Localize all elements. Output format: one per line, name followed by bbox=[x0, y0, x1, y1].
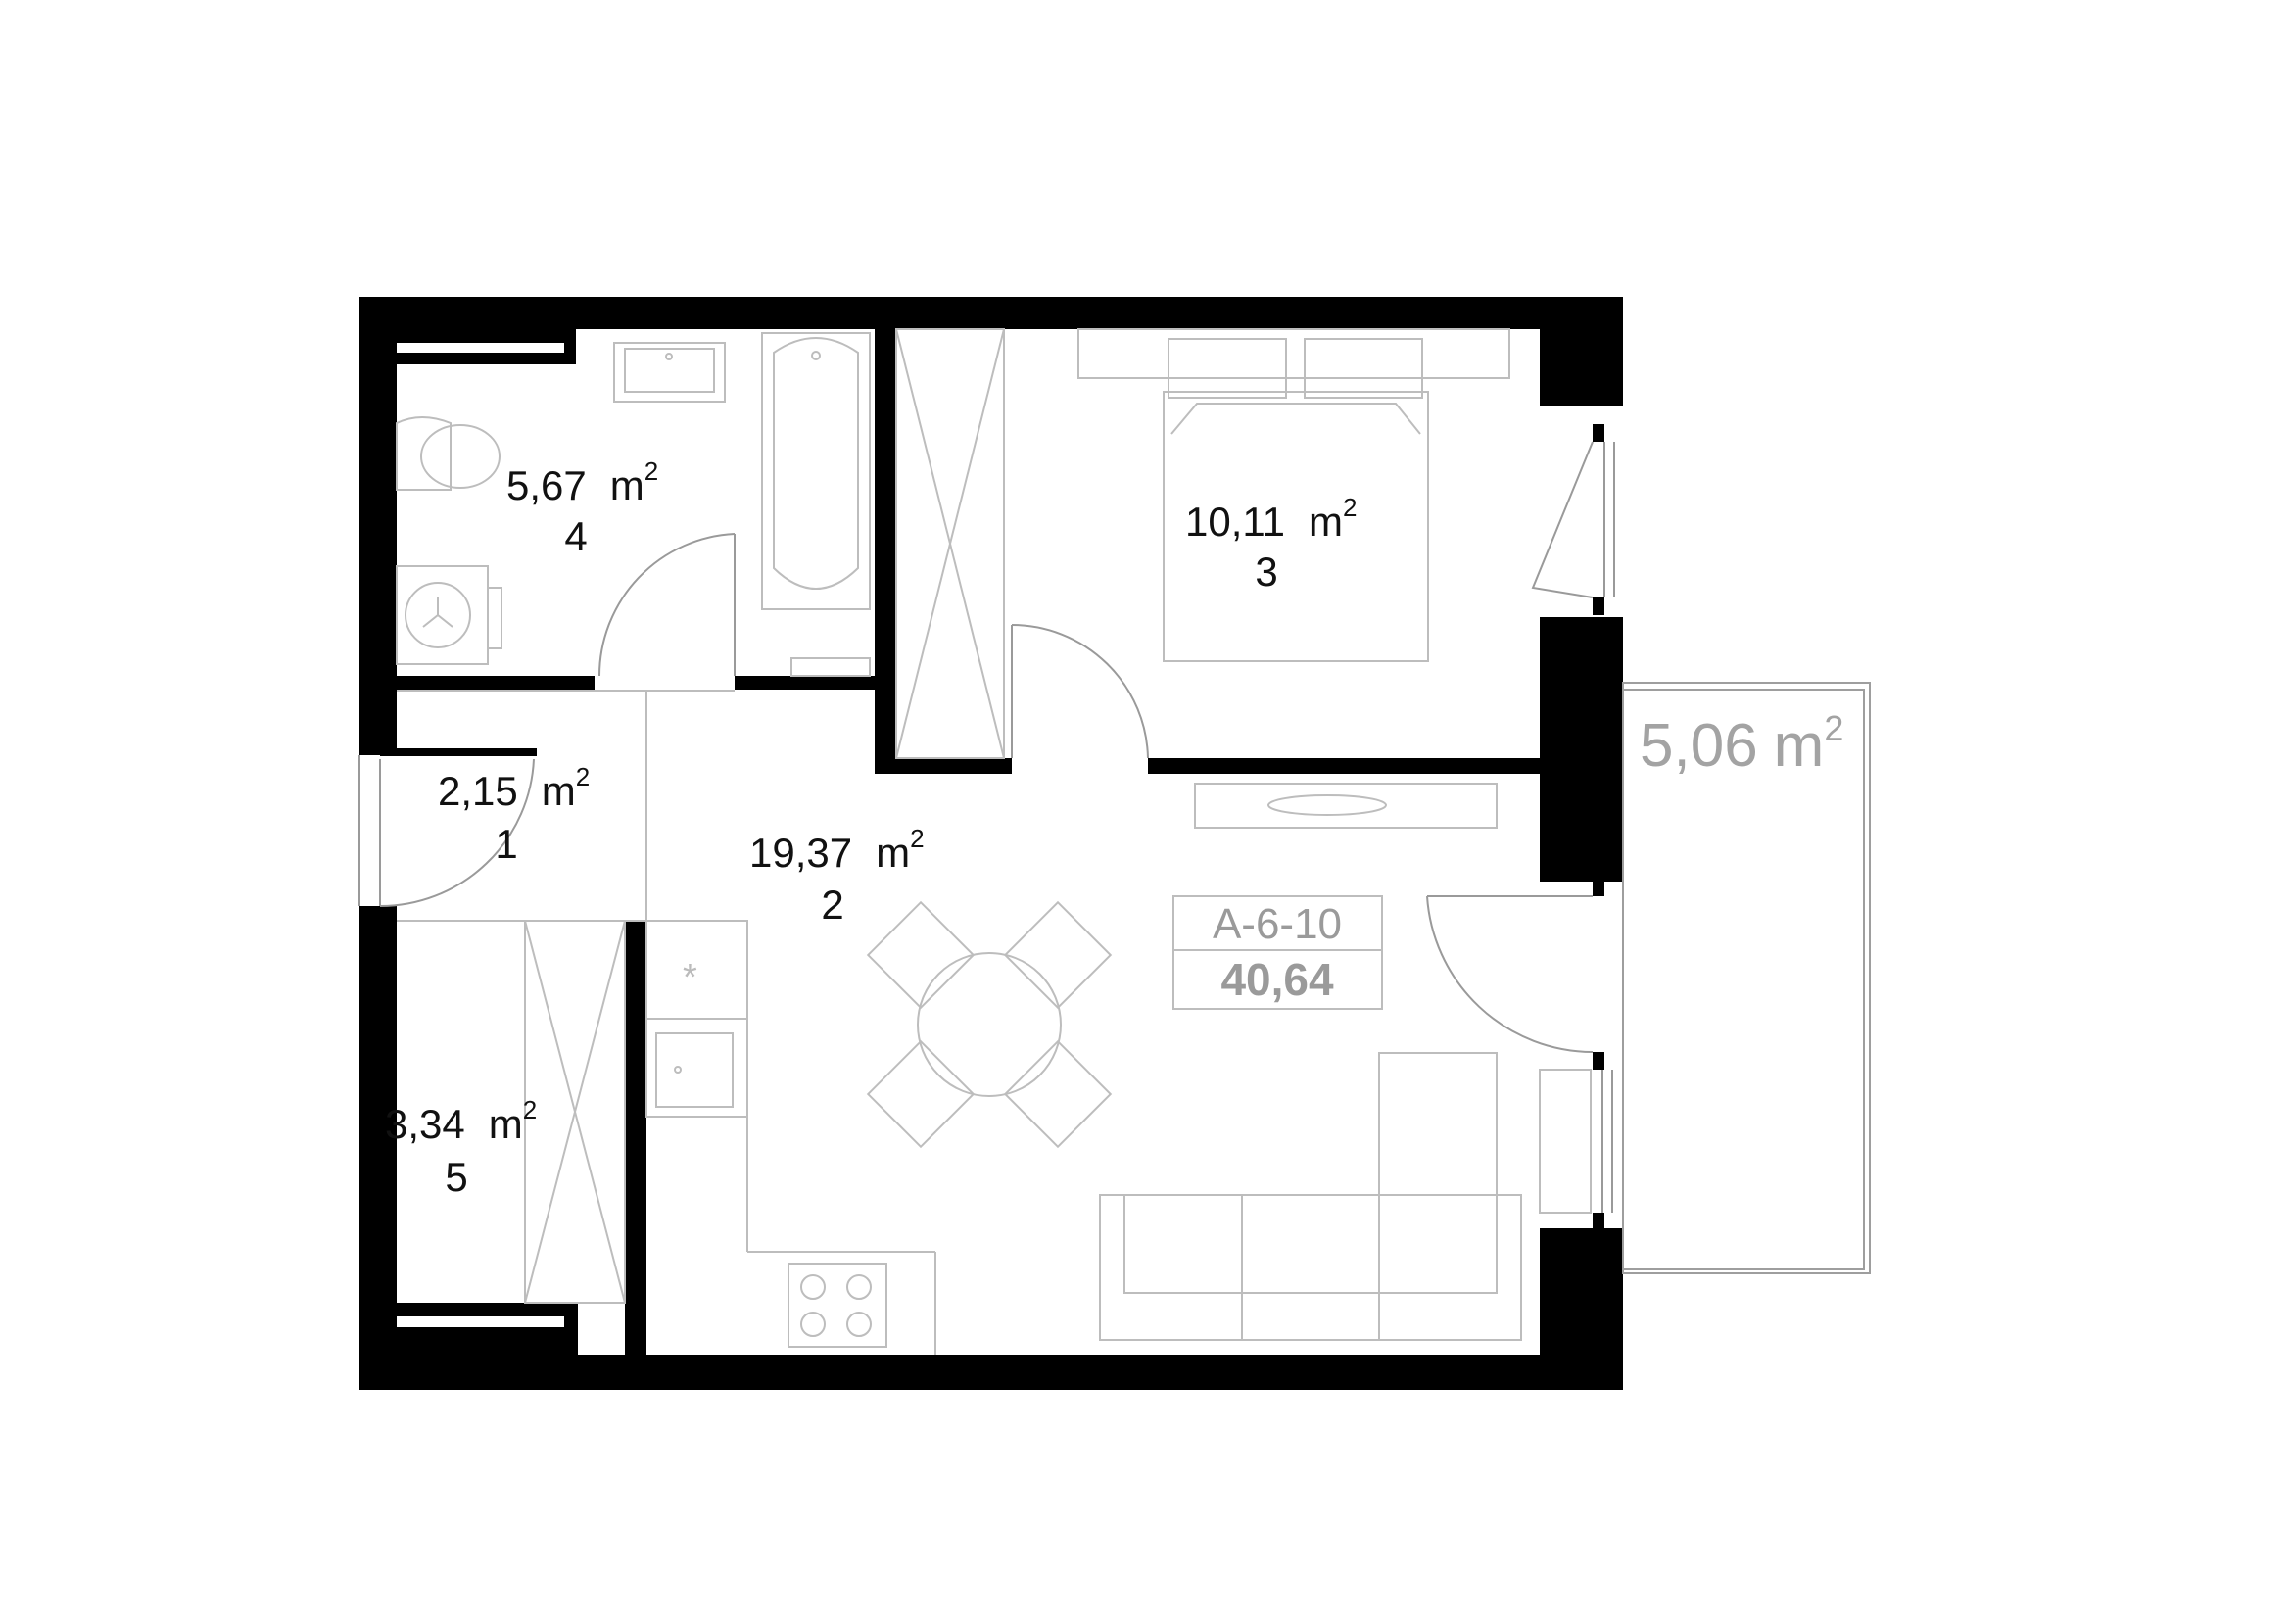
jamb-1 bbox=[1593, 424, 1604, 442]
room-4-number: 4 bbox=[564, 513, 587, 559]
dining-table bbox=[917, 952, 1062, 1097]
balcony bbox=[1622, 682, 1871, 1274]
wall-bed-bottom-left bbox=[875, 758, 1012, 774]
room-1-number: 1 bbox=[495, 821, 517, 867]
toilet-tank bbox=[396, 416, 452, 491]
unit-label: A-6-10 40,64 bbox=[1172, 895, 1383, 1010]
bathroom-fixtures bbox=[396, 332, 871, 677]
jamb-2 bbox=[1593, 597, 1604, 615]
wall-left-lower bbox=[359, 906, 397, 1390]
toilet-bowl bbox=[420, 424, 501, 489]
niche-bottom-b bbox=[392, 1327, 578, 1357]
wall-right-3 bbox=[1540, 1228, 1623, 1390]
tv-console bbox=[1194, 783, 1498, 829]
jamb-3 bbox=[1593, 879, 1604, 896]
washing-machine bbox=[396, 565, 489, 665]
niche-top-b bbox=[392, 353, 576, 364]
wall-bath-bottom-left bbox=[359, 676, 595, 690]
wall-bottom bbox=[359, 1355, 1623, 1390]
dining-set bbox=[866, 900, 1113, 1149]
wall-bath-bottom-right bbox=[735, 676, 882, 690]
jamb-5 bbox=[1593, 1213, 1604, 1230]
bedroom-furniture bbox=[1077, 328, 1510, 829]
jamb-4 bbox=[1593, 1052, 1604, 1070]
wall-right-2 bbox=[1540, 617, 1623, 882]
pillow-right bbox=[1304, 338, 1423, 399]
wall-right-1 bbox=[1540, 297, 1623, 406]
sofa bbox=[1099, 1052, 1522, 1341]
hall-wardrobe bbox=[524, 920, 626, 1304]
niche-top-a bbox=[392, 329, 576, 343]
cooktop bbox=[788, 1263, 887, 1348]
niche-bottom-c bbox=[564, 1303, 578, 1357]
sink bbox=[613, 342, 726, 403]
hall-door-stop bbox=[380, 748, 537, 756]
pillow-left bbox=[1168, 338, 1287, 399]
interior-lines bbox=[397, 690, 735, 922]
wardrobes bbox=[524, 328, 1005, 1304]
kitchen: * bbox=[645, 920, 936, 1355]
doors bbox=[358, 441, 1615, 1214]
niche-top-c bbox=[564, 329, 576, 364]
wall-storage-right bbox=[625, 921, 646, 1357]
bathtub bbox=[761, 332, 871, 610]
room-5-number: 5 bbox=[445, 1154, 467, 1200]
room-3-number: 3 bbox=[1255, 549, 1277, 595]
wall-bed-bottom-right bbox=[1148, 758, 1540, 774]
unit-code: A-6-10 bbox=[1213, 900, 1342, 948]
bed bbox=[1163, 391, 1429, 662]
niche-bottom-a bbox=[392, 1303, 578, 1316]
kitchen-sink bbox=[645, 1018, 748, 1118]
wall-bath-bedroom bbox=[875, 329, 896, 772]
room-2-number: 2 bbox=[821, 882, 843, 928]
headboard bbox=[1077, 328, 1510, 379]
unit-total-area: 40,64 bbox=[1220, 954, 1334, 1005]
walls bbox=[359, 297, 1623, 1390]
svg-text:*: * bbox=[683, 957, 697, 998]
bedroom-wardrobe bbox=[895, 328, 1005, 759]
wall-top bbox=[359, 297, 1623, 329]
